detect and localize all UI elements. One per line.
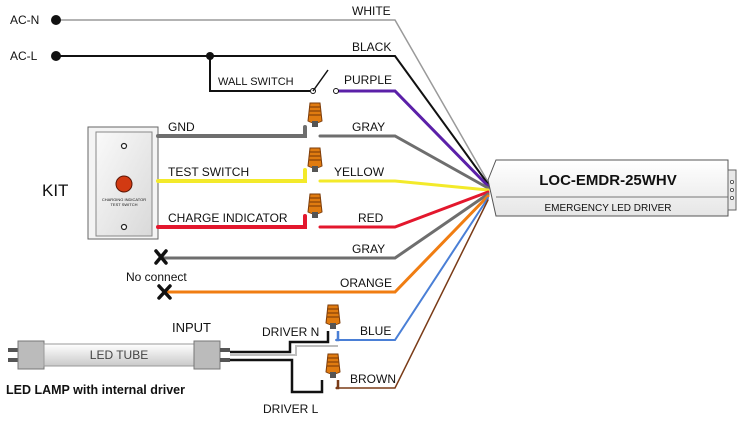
gray-top-label: GRAY xyxy=(352,120,385,134)
no-connect-x-bottom xyxy=(157,284,172,300)
ac-n-label: AC-N xyxy=(10,13,39,27)
no-connect-label: No connect xyxy=(126,270,187,284)
test-switch-label: TEST SWITCH xyxy=(168,165,249,179)
input-label: INPUT xyxy=(172,320,211,335)
wire-nut-yellow xyxy=(307,147,323,173)
charge-indicator-label: CHARGE INDICATOR xyxy=(168,211,288,225)
driver-n-label: DRIVER N xyxy=(262,325,319,339)
wall-switch-label: WALL SWITCH xyxy=(218,76,294,88)
indicator-button xyxy=(115,175,133,193)
gray-wire-bottom xyxy=(158,192,490,260)
driver-model: LOC-EMDR-25WHV xyxy=(539,172,677,189)
wall-switch: WALL SWITCH xyxy=(206,52,339,94)
purple-label: PURPLE xyxy=(344,73,392,87)
no-connect-x-top xyxy=(154,249,168,265)
gray-wire-top xyxy=(318,134,490,190)
gnd-label: GND xyxy=(168,120,195,134)
white-wire xyxy=(55,19,489,183)
lamp-leads xyxy=(230,331,340,394)
gray-bottom-label: GRAY xyxy=(352,242,385,256)
wire-nut-brown xyxy=(325,353,341,379)
ac-n-terminal xyxy=(51,15,61,25)
red-wire xyxy=(318,190,490,229)
wire-nut-blue xyxy=(325,304,341,330)
ac-l-label: AC-L xyxy=(10,49,38,63)
brown-label: BROWN xyxy=(350,372,396,386)
driver-l-label: DRIVER L xyxy=(263,402,319,416)
white-label: WHITE xyxy=(352,4,391,18)
driver-name: EMERGENCY LED DRIVER xyxy=(544,203,671,214)
fan-wires xyxy=(55,19,490,389)
led-tube: LED TUBE xyxy=(8,340,230,370)
led-tube-label: LED TUBE xyxy=(90,348,148,362)
blue-wire xyxy=(335,197,489,341)
wire-nut-gray xyxy=(307,102,323,128)
wire-nut-red xyxy=(307,193,323,219)
kit-panel: CHARGING INDICATOR TEST SWITCH xyxy=(87,126,159,240)
blue-label: BLUE xyxy=(360,324,391,338)
orange-wire xyxy=(163,194,490,294)
kit-label: KIT xyxy=(42,181,68,200)
kit-panel-line2: TEST SWITCH xyxy=(110,202,137,207)
emergency-driver: LOC-EMDR-25WHV EMERGENCY LED DRIVER xyxy=(487,159,737,217)
led-lamp-label: LED LAMP with internal driver xyxy=(6,383,185,397)
purple-wire xyxy=(336,89,490,188)
brown-wire xyxy=(335,199,489,389)
red-label: RED xyxy=(358,211,384,225)
black-label: BLACK xyxy=(352,40,391,54)
ac-l-terminal xyxy=(51,51,61,61)
kit-panel-line1: CHARGING INDICATOR xyxy=(102,197,146,202)
orange-label: ORANGE xyxy=(340,276,392,290)
black-wire xyxy=(55,55,489,185)
yellow-wire xyxy=(318,179,490,192)
kit-wires xyxy=(156,125,307,229)
yellow-label: YELLOW xyxy=(334,165,385,179)
